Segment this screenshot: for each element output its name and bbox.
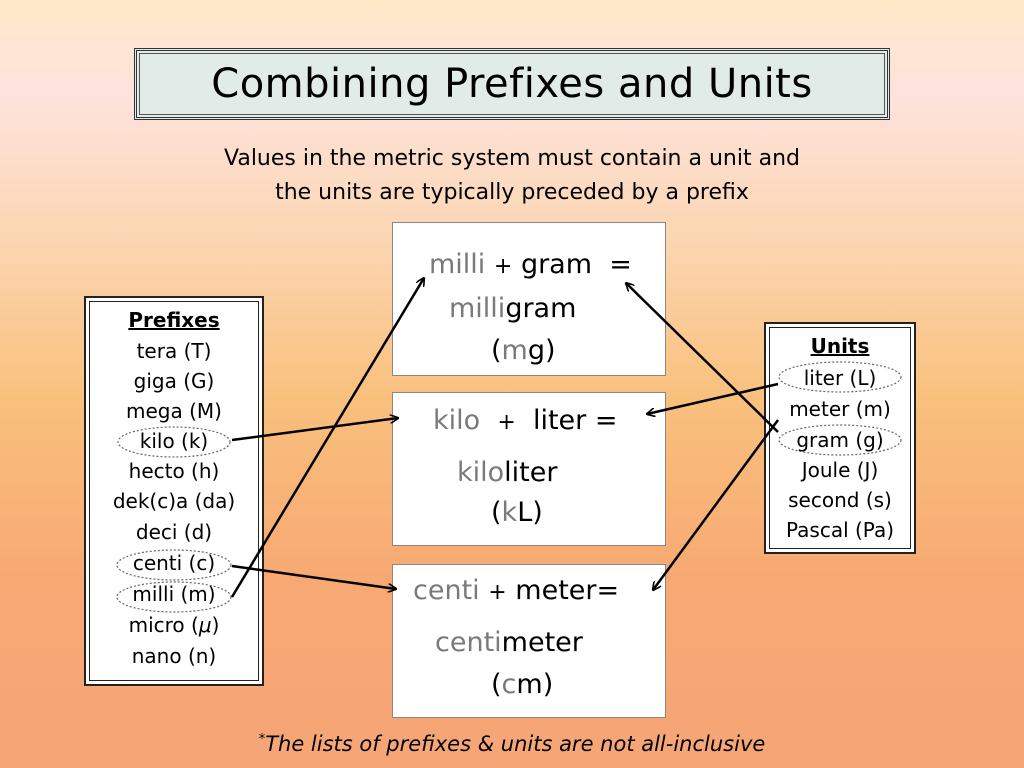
combo-equation: centi + meter= <box>413 575 620 606</box>
subtitle-line-1: Values in the metric system must contain… <box>224 146 800 171</box>
arrow-gram-to-milligram <box>626 283 779 433</box>
units-heading: Units <box>810 334 870 358</box>
unit-joule: Joule (J) <box>801 458 879 482</box>
arrow-liter-to-kiloliter <box>647 382 779 414</box>
combo-result: centimeter <box>435 627 583 658</box>
prefix-deci: deci (d) <box>135 520 213 544</box>
prefix-milli: milli (m) <box>132 582 216 606</box>
prefix-tera: tera (T) <box>136 339 212 363</box>
combo-result: milligram <box>449 293 577 324</box>
unit-liter: liter (L) <box>803 366 877 390</box>
footnote: *The lists of prefixes & units are not a… <box>258 732 766 756</box>
combo-box-kiloliter: kilo + liter = kiloliter (kL) <box>392 392 666 546</box>
arrow-kilo-to-kiloliter <box>231 418 398 442</box>
combo-equation: milli + gram = <box>429 249 632 280</box>
liter-highlight-ellipse <box>778 361 902 393</box>
prefix-nano: nano (n) <box>131 644 217 668</box>
arrow-milli-to-milligram <box>230 278 424 598</box>
prefix-giga: giga (G) <box>133 369 215 393</box>
prefix-hecto: hecto (h) <box>128 459 220 483</box>
prefixes-heading: Prefixes <box>128 308 220 332</box>
title-box: Combining Prefixes and Units <box>134 48 890 120</box>
micro-symbol: μ <box>198 613 212 637</box>
combo-equation: kilo + liter = <box>433 405 618 436</box>
prefixes-box: Prefixes tera (T) giga (G) mega (M) kilo… <box>84 296 264 686</box>
prefix-mega: mega (M) <box>126 399 222 423</box>
combo-result: kiloliter <box>457 457 558 488</box>
milli-highlight-ellipse <box>116 581 232 613</box>
combo-symbol: (cm) <box>491 669 554 700</box>
unit-gram: gram (g) <box>796 428 884 452</box>
prefix-centi: centi (c) <box>132 551 216 575</box>
kilo-highlight-ellipse <box>117 426 231 458</box>
unit-second: second (s) <box>788 488 892 512</box>
centi-highlight-ellipse <box>116 549 232 581</box>
arrow-centi-to-centimeter <box>231 564 396 589</box>
prefix-deka: dek(c)a (da) <box>112 489 236 513</box>
combo-box-milligram: milli + gram = milligram (mg) <box>392 222 666 376</box>
combo-symbol: (kL) <box>491 497 543 528</box>
arrow-meter-to-centimeter <box>653 419 780 590</box>
unit-pascal: Pascal (Pa) <box>785 518 895 542</box>
gram-highlight-ellipse <box>778 424 902 456</box>
unit-meter: meter (m) <box>789 397 891 421</box>
units-box: Units liter (L) meter (m) gram (g) Joule… <box>764 322 916 554</box>
prefix-micro: micro (μ) <box>128 613 220 637</box>
combo-box-centimeter: centi + meter= centimeter (cm) <box>392 564 666 718</box>
page-title: Combining Prefixes and Units <box>211 61 813 107</box>
subtitle-line-2: the units are typically preceded by a pr… <box>275 180 749 205</box>
prefix-kilo: kilo (k) <box>139 429 209 453</box>
combo-symbol: (mg) <box>491 335 556 366</box>
